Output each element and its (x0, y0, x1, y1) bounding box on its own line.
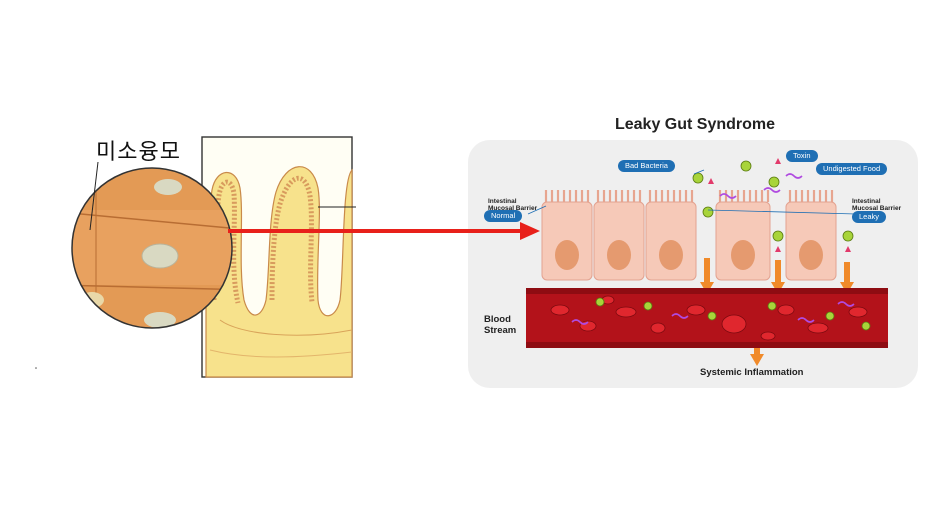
connector-arrow (0, 0, 936, 530)
